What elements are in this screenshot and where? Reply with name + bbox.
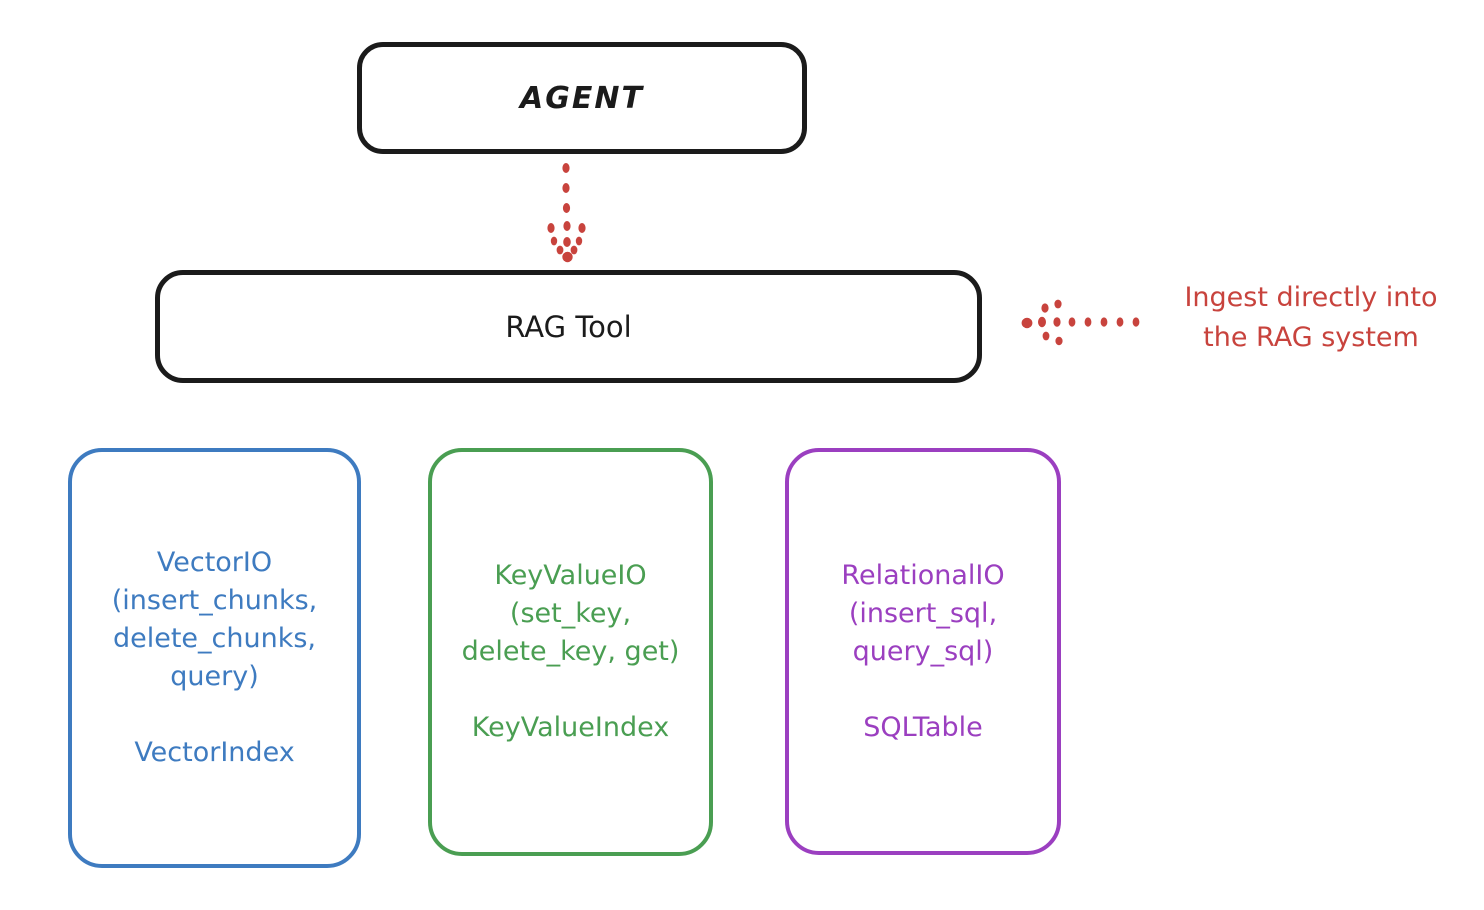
provider-keyvalueio-api-label: KeyValueIO (set_key, delete_key, get): [461, 560, 680, 667]
provider-vectorio-type-label: VectorIndex: [134, 737, 295, 768]
node-rag-tool-label: RAG Tool: [505, 309, 632, 344]
dotted-arrow-down-icon: [547, 163, 586, 263]
node-agent-label: AGENT: [520, 80, 644, 116]
annotation-ingest-text: Ingest directly into the RAG system: [1184, 282, 1438, 353]
provider-keyvalueio-type-label: KeyValueIndex: [471, 712, 670, 743]
node-provider-keyvalueio[interactable]: KeyValueIO (set_key, delete_key, get) Ke…: [428, 448, 713, 856]
provider-relationalio-api-label: RelationalIO (insert_sql, query_sql): [841, 559, 1005, 667]
node-agent[interactable]: AGENT: [357, 42, 807, 154]
node-provider-relationalio[interactable]: RelationalIO (insert_sql, query_sql) SQL…: [785, 448, 1061, 855]
node-rag-tool[interactable]: RAG Tool: [155, 270, 982, 383]
dotted-arrow-left-icon: [1021, 299, 1140, 346]
provider-vectorio-api-label: VectorIO (insert_chunks, delete_chunks, …: [111, 547, 318, 692]
provider-relationalio-type-label: SQLTable: [863, 711, 983, 743]
node-provider-vectorio[interactable]: VectorIO (insert_chunks, delete_chunks, …: [68, 448, 361, 868]
